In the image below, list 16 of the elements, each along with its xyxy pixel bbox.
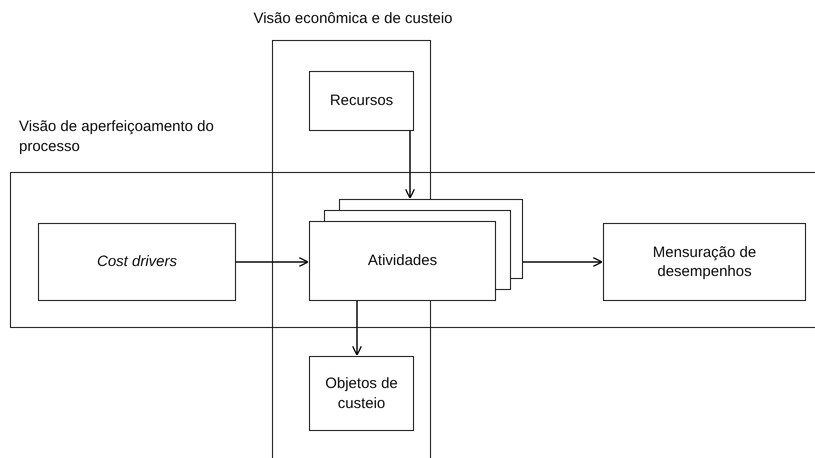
process-box: [309, 71, 414, 131]
process-box: [603, 223, 806, 301]
arrow: [404, 130, 416, 199]
arrow: [235, 256, 309, 268]
node-label: Recursos: [330, 91, 394, 111]
process-box: [309, 356, 414, 431]
node-label: Objetos de custeio: [324, 374, 399, 413]
arrow: [522, 256, 603, 268]
arrow: [352, 300, 362, 356]
band-heading: Visão de aperfeiçoamento do processo: [19, 117, 215, 156]
process-box: [38, 223, 236, 301]
band-heading: Visão econômica e de custeio: [252, 9, 454, 28]
node-label: Atividades: [368, 251, 438, 271]
stacked-process-box: [309, 199, 523, 301]
node-label: Mensuração de desempenhos: [652, 242, 758, 282]
node-label: Cost drivers: [96, 252, 178, 272]
